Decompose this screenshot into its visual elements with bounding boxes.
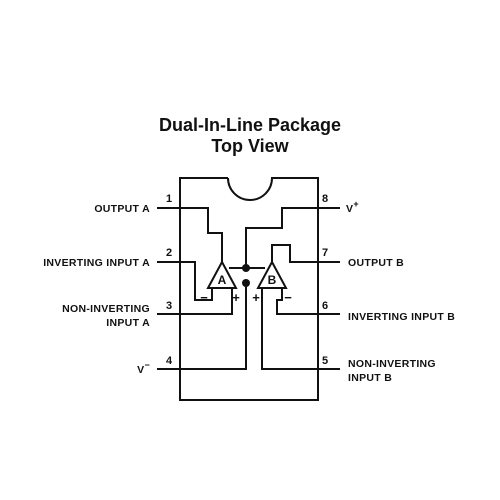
- amplifier-b-triangle: [256, 259, 288, 289]
- inverting-input-b-wire: [276, 288, 318, 315]
- amp-a-inverting-sign: −: [200, 290, 208, 305]
- pin-1-number: 1: [166, 193, 172, 205]
- vminus-wire: [180, 283, 247, 370]
- amp-b-inverting-sign: −: [284, 290, 292, 305]
- noninverting-input-a-wire: [180, 288, 233, 315]
- pin-4-number: 4: [166, 355, 173, 367]
- diagram-title-line1: Dual-In-Line Package: [158, 115, 342, 135]
- vplus-wire: [245, 207, 318, 268]
- pin-3-number: 3: [166, 300, 172, 312]
- pin-6-label: INVERTING INPUT B: [348, 311, 455, 323]
- pin-7-label: OUTPUT B: [348, 257, 404, 269]
- pin-3-label-line2: INPUT A: [106, 317, 150, 329]
- amp-a-noninverting-sign: +: [232, 290, 240, 305]
- noninverting-input-b-wire: [261, 288, 318, 370]
- amplifier-a-label: A: [218, 273, 227, 287]
- amplifier-a-triangle: [206, 259, 238, 289]
- package-body: [179, 177, 319, 401]
- pin-4-label-v: V: [137, 364, 144, 376]
- junction-dot-upper: [242, 264, 250, 272]
- pin-5-number: 5: [322, 355, 328, 367]
- pin-8-label-v: V: [346, 203, 353, 215]
- pin-8-label: V+: [346, 199, 359, 215]
- pin-4-label-sup: −: [144, 360, 150, 370]
- pin-3-label-line1: NON-INVERTING: [62, 303, 150, 315]
- inverting-input-a-wire: [180, 261, 213, 301]
- pin-2-number: 2: [166, 247, 172, 259]
- amp-b-noninverting-sign: +: [252, 290, 260, 305]
- diagram-title-line2: Top View: [211, 136, 289, 156]
- pin-5-label-line2: INPUT B: [348, 372, 392, 384]
- pin-6-number: 6: [322, 300, 328, 312]
- amplifier-b-label: B: [268, 273, 277, 287]
- pin-7-number: 7: [322, 247, 328, 259]
- pin-4-label: V−: [137, 360, 150, 376]
- pin-8-label-sup: +: [353, 199, 359, 209]
- junction-dot-lower: [242, 279, 250, 287]
- pin-5-label-line1: NON-INVERTING: [348, 358, 436, 370]
- output-b-wire: [271, 244, 318, 263]
- pin-1-label: OUTPUT A: [94, 203, 150, 215]
- pin-8-number: 8: [322, 193, 328, 205]
- output-a-wire: [180, 207, 223, 262]
- pin-2-label: INVERTING INPUT A: [43, 257, 150, 269]
